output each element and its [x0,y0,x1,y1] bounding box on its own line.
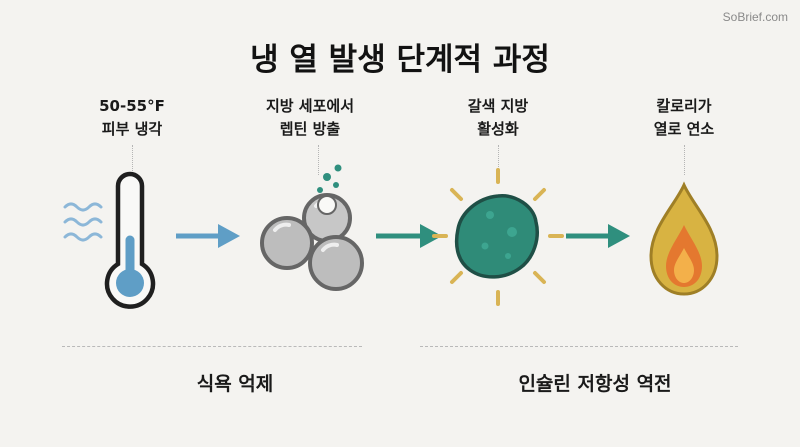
divider-left [62,346,362,347]
page-title: 냉 열 발생 단계적 과정 [250,42,550,78]
step-2-label: 지방 세포에서 렙틴 방출 [225,95,395,141]
step-4-line2: 열로 연소 [653,120,715,138]
step-3-connector [498,145,499,175]
step-2-line1: 지방 세포에서 [265,97,355,115]
fat-cells-icon [260,164,364,291]
flame-icon [649,181,719,296]
step-3-line1: 갈색 지방 [467,97,529,115]
step-1-line1: 50-55°F [99,97,165,115]
brown-fat-cell-icon [454,194,539,279]
outcome-appetite-suppression: 식욕 억제 [196,373,274,395]
step-3-line2: 활성화 [477,120,519,138]
step-4-label: 칼로리가 열로 연소 [599,95,769,141]
step-1-line2: 피부 냉각 [101,120,163,138]
sun-rays-icon [432,168,564,306]
watermark: SoBrief.com [722,10,788,24]
step-4-line1: 칼로리가 [656,97,712,115]
step-1-label: 50-55°F 피부 냉각 [47,95,217,141]
cold-waves-icon [63,202,103,242]
step-4-connector [684,145,685,175]
step-3-label: 갈색 지방 활성화 [413,95,583,141]
step-2-connector [318,145,319,175]
thermometer-icon [104,171,156,309]
arrow-3 [566,224,630,248]
outcome-insulin-resistance-reversal: 인슐린 저항성 역전 [518,373,672,395]
divider-right [420,346,738,347]
arrow-1 [176,224,240,248]
step-1-connector [132,145,133,175]
arrow-2 [376,224,442,248]
step-2-line2: 렙틴 방출 [279,120,341,138]
